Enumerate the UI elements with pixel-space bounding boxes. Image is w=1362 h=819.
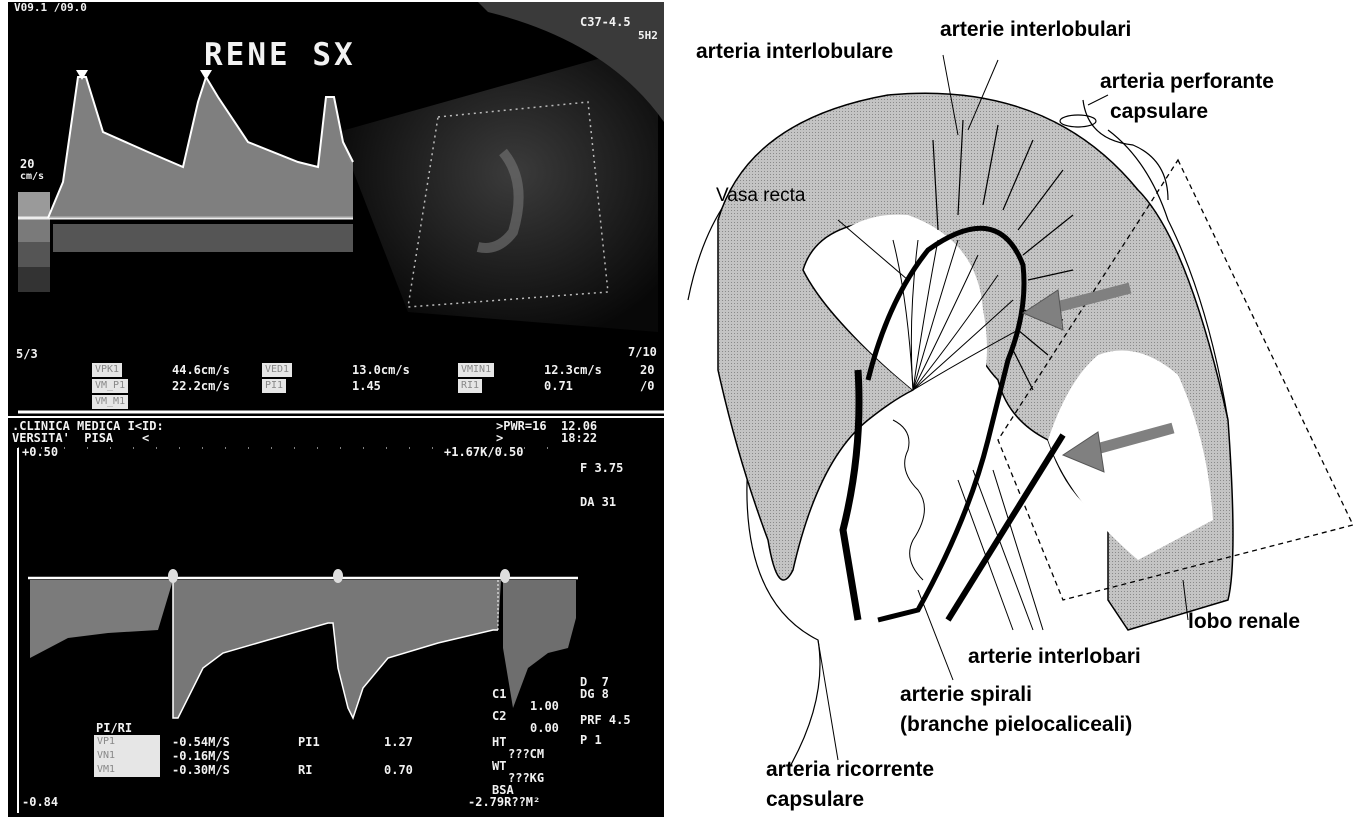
meas-label-vmm1: VM_M1 <box>92 395 128 409</box>
row1-tail: 20 <box>640 364 654 376</box>
label-arteria-perforante: arteria perforante <box>1100 70 1274 94</box>
c2-label: C2 <box>492 710 506 722</box>
organ-title: RENE SX <box>204 40 356 71</box>
frame-label: 5/3 <box>16 348 38 360</box>
prf-value: PRF 4.5 <box>580 714 631 726</box>
meas-label-pi1: PI1 <box>262 379 286 393</box>
label-arterie-interlobari: arterie interlobari <box>968 645 1141 669</box>
label-perforante-capsulare: capsulare <box>1110 100 1208 124</box>
probe-sub: 5H2 <box>638 30 658 41</box>
meas-value-vm1: -0.30M/S <box>172 764 230 776</box>
label-branche-pielocaliceali: (branche pielocaliceali) <box>900 713 1132 737</box>
label-arteria-ricorrente: arteria ricorrente <box>766 758 934 782</box>
meas-label-vpk1: VPK1 <box>92 363 122 377</box>
label-ricorrente-capsulare: capsulare <box>766 788 864 812</box>
c2-value: 0.00 <box>530 722 559 734</box>
date-label: 7/10 <box>628 346 657 358</box>
meas-label-vp1: VP1 <box>94 735 160 749</box>
interlobar-artery-right <box>948 435 1063 620</box>
meas-value-pi1: 1.45 <box>352 380 381 392</box>
spiral-arteries <box>893 420 924 580</box>
doppler-bottom-panel: .CLINICA MEDICA I<ID: VERSITA' PISA < >P… <box>8 418 664 817</box>
label-arteria-interlobulare: arteria interlobulare <box>696 40 893 64</box>
kidney-lobe-diagram: arteria interlobulare arterie interlobul… <box>668 0 1362 819</box>
meas-label-ri1: RI1 <box>458 379 482 393</box>
meas-keyval-pi1: 1.27 <box>384 736 413 748</box>
row2-tail: /0 <box>640 380 654 392</box>
dg-value: DG 8 <box>580 688 609 700</box>
scale-top-left: +0.50 <box>22 446 58 458</box>
label-vasa-recta: Vasa recta <box>716 185 805 207</box>
meas-value-ved1: 13.0cm/s <box>352 364 410 376</box>
meas-value-vpk1: 44.6cm/s <box>172 364 230 376</box>
label-lobo-renale: lobo renale <box>1188 610 1300 634</box>
velocity-scale-unit: cm/s <box>20 172 44 182</box>
scale-top-right: +1.67K/0.50 <box>444 446 523 458</box>
c1-label: C1 <box>492 688 506 700</box>
meas-label-ved1: VED1 <box>262 363 292 377</box>
wt-label: WT <box>492 760 506 772</box>
time-header: > 18:22 <box>496 432 597 444</box>
label-arterie-interlobulari: arterie interlobulari <box>940 18 1131 42</box>
meas-value-vmin1: 12.3cm/s <box>544 364 602 376</box>
meas-label-vmin1: VMIN1 <box>458 363 494 377</box>
pi-ri-label: PI/RI <box>96 722 132 734</box>
label-arterie-spirali: arterie spirali <box>900 683 1032 707</box>
meas-label-vn1: VN1 <box>94 749 160 763</box>
perforante-loop <box>1060 115 1096 127</box>
clinic-header-2: VERSITA' PISA < <box>12 432 149 444</box>
probe-label: C37-4.5 <box>580 16 631 28</box>
da-value: DA 31 <box>580 496 616 508</box>
meas-label-vmp1: VM_P1 <box>92 379 128 393</box>
p-value: P 1 <box>580 734 602 746</box>
meas-value-vp1: -0.54M/S <box>172 736 230 748</box>
meas-value-vn1: -0.16M/S <box>172 750 230 762</box>
meas-key-ri: RI <box>298 764 312 776</box>
meas-label-vm1: VM1 <box>94 763 160 777</box>
scale-bottom-left: -0.84 <box>22 796 58 808</box>
f-value: F 3.75 <box>580 462 623 474</box>
corner-label: V09.1 /09.0 <box>14 2 87 13</box>
ht-label: HT <box>492 736 506 748</box>
ht-value: ???CM <box>508 748 544 760</box>
meas-keyval-ri: 0.70 <box>384 764 413 776</box>
c1-value: 1.00 <box>530 700 559 712</box>
doppler-top-panel: V09.1 /09.0 RENE SX C37-4.5 5H2 20 cm/s … <box>8 2 664 416</box>
meas-value-ri1: 0.71 <box>544 380 573 392</box>
meas-value-vmp1: 22.2cm/s <box>172 380 230 392</box>
velocity-scale-top: 20 <box>20 158 34 170</box>
meas-key-pi1: PI1 <box>298 736 320 748</box>
bsa-value: -2.79R??M² <box>468 796 540 808</box>
